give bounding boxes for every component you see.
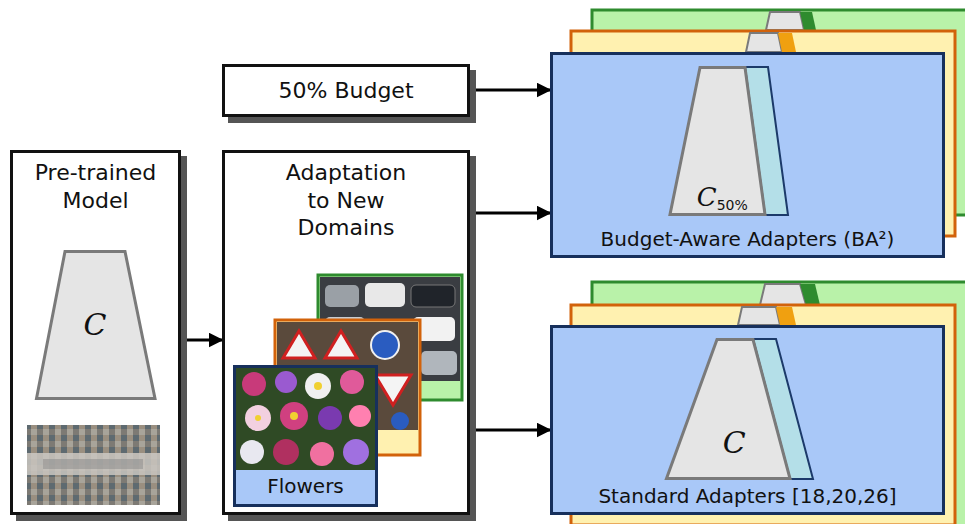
domain-card: Flowers	[233, 365, 378, 507]
adapter-panel: Budget-Aware Adapters (BA²) C50%	[550, 52, 945, 258]
adaptation-box: Adaptation to New Domains Flowers	[222, 150, 470, 515]
node-label: Adaptation to New Domains	[276, 159, 416, 242]
symbol-letter: C	[697, 182, 717, 212]
backbone-trapezoid: C50%	[668, 66, 788, 216]
trapezoid-outline	[668, 66, 788, 216]
flow-arrow	[470, 89, 550, 92]
symbol-letter: C	[84, 307, 107, 342]
network-trapezoid	[670, 68, 765, 215]
adapter-panel: Standard Adapters [18,20,26] C	[550, 325, 945, 515]
node-label: Standard Adapters [18,20,26]	[598, 484, 896, 509]
symbol-label: C	[84, 310, 107, 340]
network-trapezoid	[37, 252, 156, 399]
budget-box: 50% Budget	[222, 64, 470, 117]
node-label: Pre-trained Model	[18, 159, 173, 214]
flow-arrow	[470, 429, 550, 432]
backbone-trapezoid: C	[665, 338, 815, 480]
backbone-trapezoid: C	[35, 250, 155, 400]
node-label: 50% Budget	[278, 77, 413, 105]
symbol-label: C	[723, 428, 746, 458]
network-trapezoid	[667, 340, 791, 479]
symbol-label: C50%	[697, 184, 748, 212]
node-label: Budget-Aware Adapters (BA²)	[601, 227, 895, 252]
flow-arrow	[181, 339, 222, 342]
symbol-letter: C	[723, 425, 746, 460]
symbol-subscript: 50%	[717, 197, 748, 213]
node-label: Flowers	[267, 474, 344, 499]
model-box: Pre-trained ModelC	[10, 150, 181, 515]
flow-arrow	[470, 212, 550, 215]
